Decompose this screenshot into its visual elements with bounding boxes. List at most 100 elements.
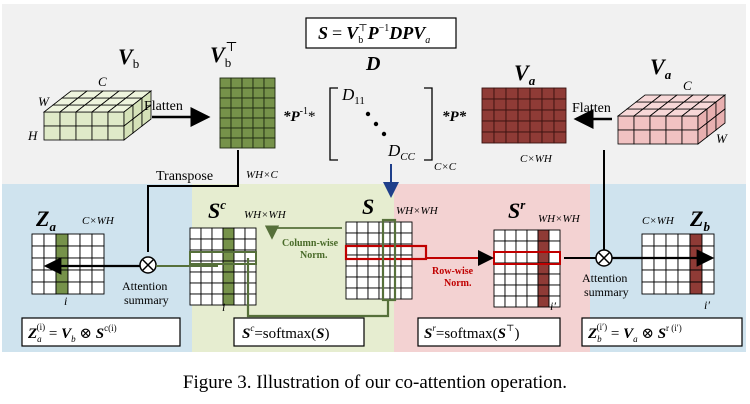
matrix-cell bbox=[230, 77, 243, 89]
matrix-cell bbox=[91, 269, 105, 283]
colwise-connector bbox=[246, 258, 390, 318]
za-dims: C×WH bbox=[82, 215, 115, 227]
matrix-cell bbox=[553, 120, 567, 133]
matrix-cell bbox=[504, 251, 517, 264]
sc-matrix-label: Sc bbox=[208, 197, 226, 223]
matrix-cell bbox=[526, 251, 539, 264]
matrix-cell bbox=[219, 117, 232, 129]
svg-text:Zb: Zb bbox=[689, 206, 710, 234]
matrix-cell bbox=[504, 273, 517, 286]
matrix-cell bbox=[263, 117, 276, 129]
op-p: *P* bbox=[442, 109, 467, 125]
matrix-cell bbox=[31, 269, 45, 283]
vbt-label: Vb⊤ bbox=[210, 39, 237, 70]
s-matrix-dims: WH×WH bbox=[396, 205, 439, 217]
cube-front-cell bbox=[59, 111, 77, 127]
cube-front-cell bbox=[43, 111, 61, 127]
cube-front-cell bbox=[665, 129, 683, 145]
matrix-cell bbox=[91, 281, 105, 295]
op-p-inverse: *P-1* bbox=[283, 106, 316, 125]
matrix-cell bbox=[505, 98, 519, 111]
matrix-cell bbox=[641, 257, 655, 271]
matrix-cell bbox=[526, 295, 539, 308]
matrix-cell bbox=[529, 98, 543, 111]
matrix-cell bbox=[505, 109, 519, 122]
matrix-cell bbox=[367, 276, 380, 289]
matrix-cell bbox=[244, 238, 257, 251]
matrix-cell bbox=[504, 284, 517, 297]
matrix-cell bbox=[219, 87, 232, 99]
matrix-cell bbox=[345, 232, 358, 245]
dcc-entry: DCC bbox=[387, 141, 416, 163]
matrix-cell bbox=[263, 107, 276, 119]
matrix-cell bbox=[79, 257, 93, 271]
left-cube-dim-c: C bbox=[98, 74, 107, 89]
matrix-cell bbox=[252, 127, 265, 139]
matrix-cell bbox=[244, 227, 257, 240]
za-label: Za bbox=[35, 206, 56, 234]
cube-front-cell bbox=[681, 115, 699, 131]
matrix-cell bbox=[356, 265, 369, 278]
matrix-cell bbox=[43, 245, 57, 259]
va-matrix bbox=[481, 87, 567, 144]
matrix-cell bbox=[505, 87, 519, 100]
right-cube-dim-w: W bbox=[716, 131, 728, 146]
top-formula: S=Vb⊤P−1DPVa bbox=[305, 17, 457, 49]
colwise-arrow bbox=[264, 225, 342, 240]
matrix-cell bbox=[537, 229, 550, 242]
matrix-cell bbox=[665, 269, 679, 283]
matrix-cell bbox=[43, 233, 57, 247]
cube-front-cell bbox=[633, 129, 651, 145]
matrix-cell bbox=[79, 233, 93, 247]
matrix-cell bbox=[31, 233, 45, 247]
matrix-cell bbox=[515, 229, 528, 242]
matrix-cell bbox=[244, 260, 257, 273]
cube-front-cell bbox=[91, 125, 109, 141]
matrix-cell bbox=[43, 257, 57, 271]
matrix-cell bbox=[219, 77, 232, 89]
formula-sc: Sc=softmax(S) bbox=[233, 317, 365, 347]
cube-front-cell bbox=[649, 115, 667, 131]
matrix-cell bbox=[356, 254, 369, 267]
matrix-cell bbox=[252, 107, 265, 119]
matrix-cell bbox=[526, 273, 539, 286]
matrix-cell bbox=[189, 238, 202, 251]
zb-label: Zb bbox=[689, 206, 710, 234]
matrix-cell bbox=[263, 87, 276, 99]
matrix-cell bbox=[493, 98, 507, 111]
matrix-cell bbox=[241, 107, 254, 119]
matrix-cell bbox=[189, 227, 202, 240]
matrix-cell bbox=[91, 245, 105, 259]
matrix-cell bbox=[677, 233, 691, 247]
matrix-cell bbox=[55, 233, 69, 247]
matrix-cell bbox=[189, 282, 202, 295]
matrix-cell bbox=[222, 271, 235, 284]
right-cube-va bbox=[616, 94, 727, 145]
sr-matrix-label: Sr bbox=[508, 197, 526, 223]
matrix-cell bbox=[367, 265, 380, 278]
cube-front-cell bbox=[91, 111, 109, 127]
matrix-cell bbox=[345, 276, 358, 289]
matrix-cell bbox=[230, 97, 243, 109]
matrix-cell bbox=[79, 281, 93, 295]
matrix-cell bbox=[378, 276, 391, 289]
matrix-cell bbox=[31, 257, 45, 271]
matrix-cell bbox=[653, 269, 667, 283]
matrix-cell bbox=[481, 109, 495, 122]
matrix-cell bbox=[356, 232, 369, 245]
matrix-cell bbox=[252, 97, 265, 109]
matrix-cell bbox=[400, 265, 413, 278]
flatten-right-label: Flatten bbox=[572, 101, 611, 116]
matrix-cell bbox=[677, 281, 691, 295]
matrix-cell bbox=[55, 269, 69, 283]
matrix-cell bbox=[263, 97, 276, 109]
matrix-cell bbox=[493, 251, 506, 264]
matrix-cell bbox=[517, 87, 531, 100]
matrix-cell bbox=[689, 269, 703, 283]
cube-front-cell bbox=[617, 115, 635, 131]
matrix-cell bbox=[553, 98, 567, 111]
left-cube-vb bbox=[42, 90, 153, 141]
matrix-cell bbox=[67, 269, 81, 283]
matrix-cell bbox=[701, 269, 715, 283]
